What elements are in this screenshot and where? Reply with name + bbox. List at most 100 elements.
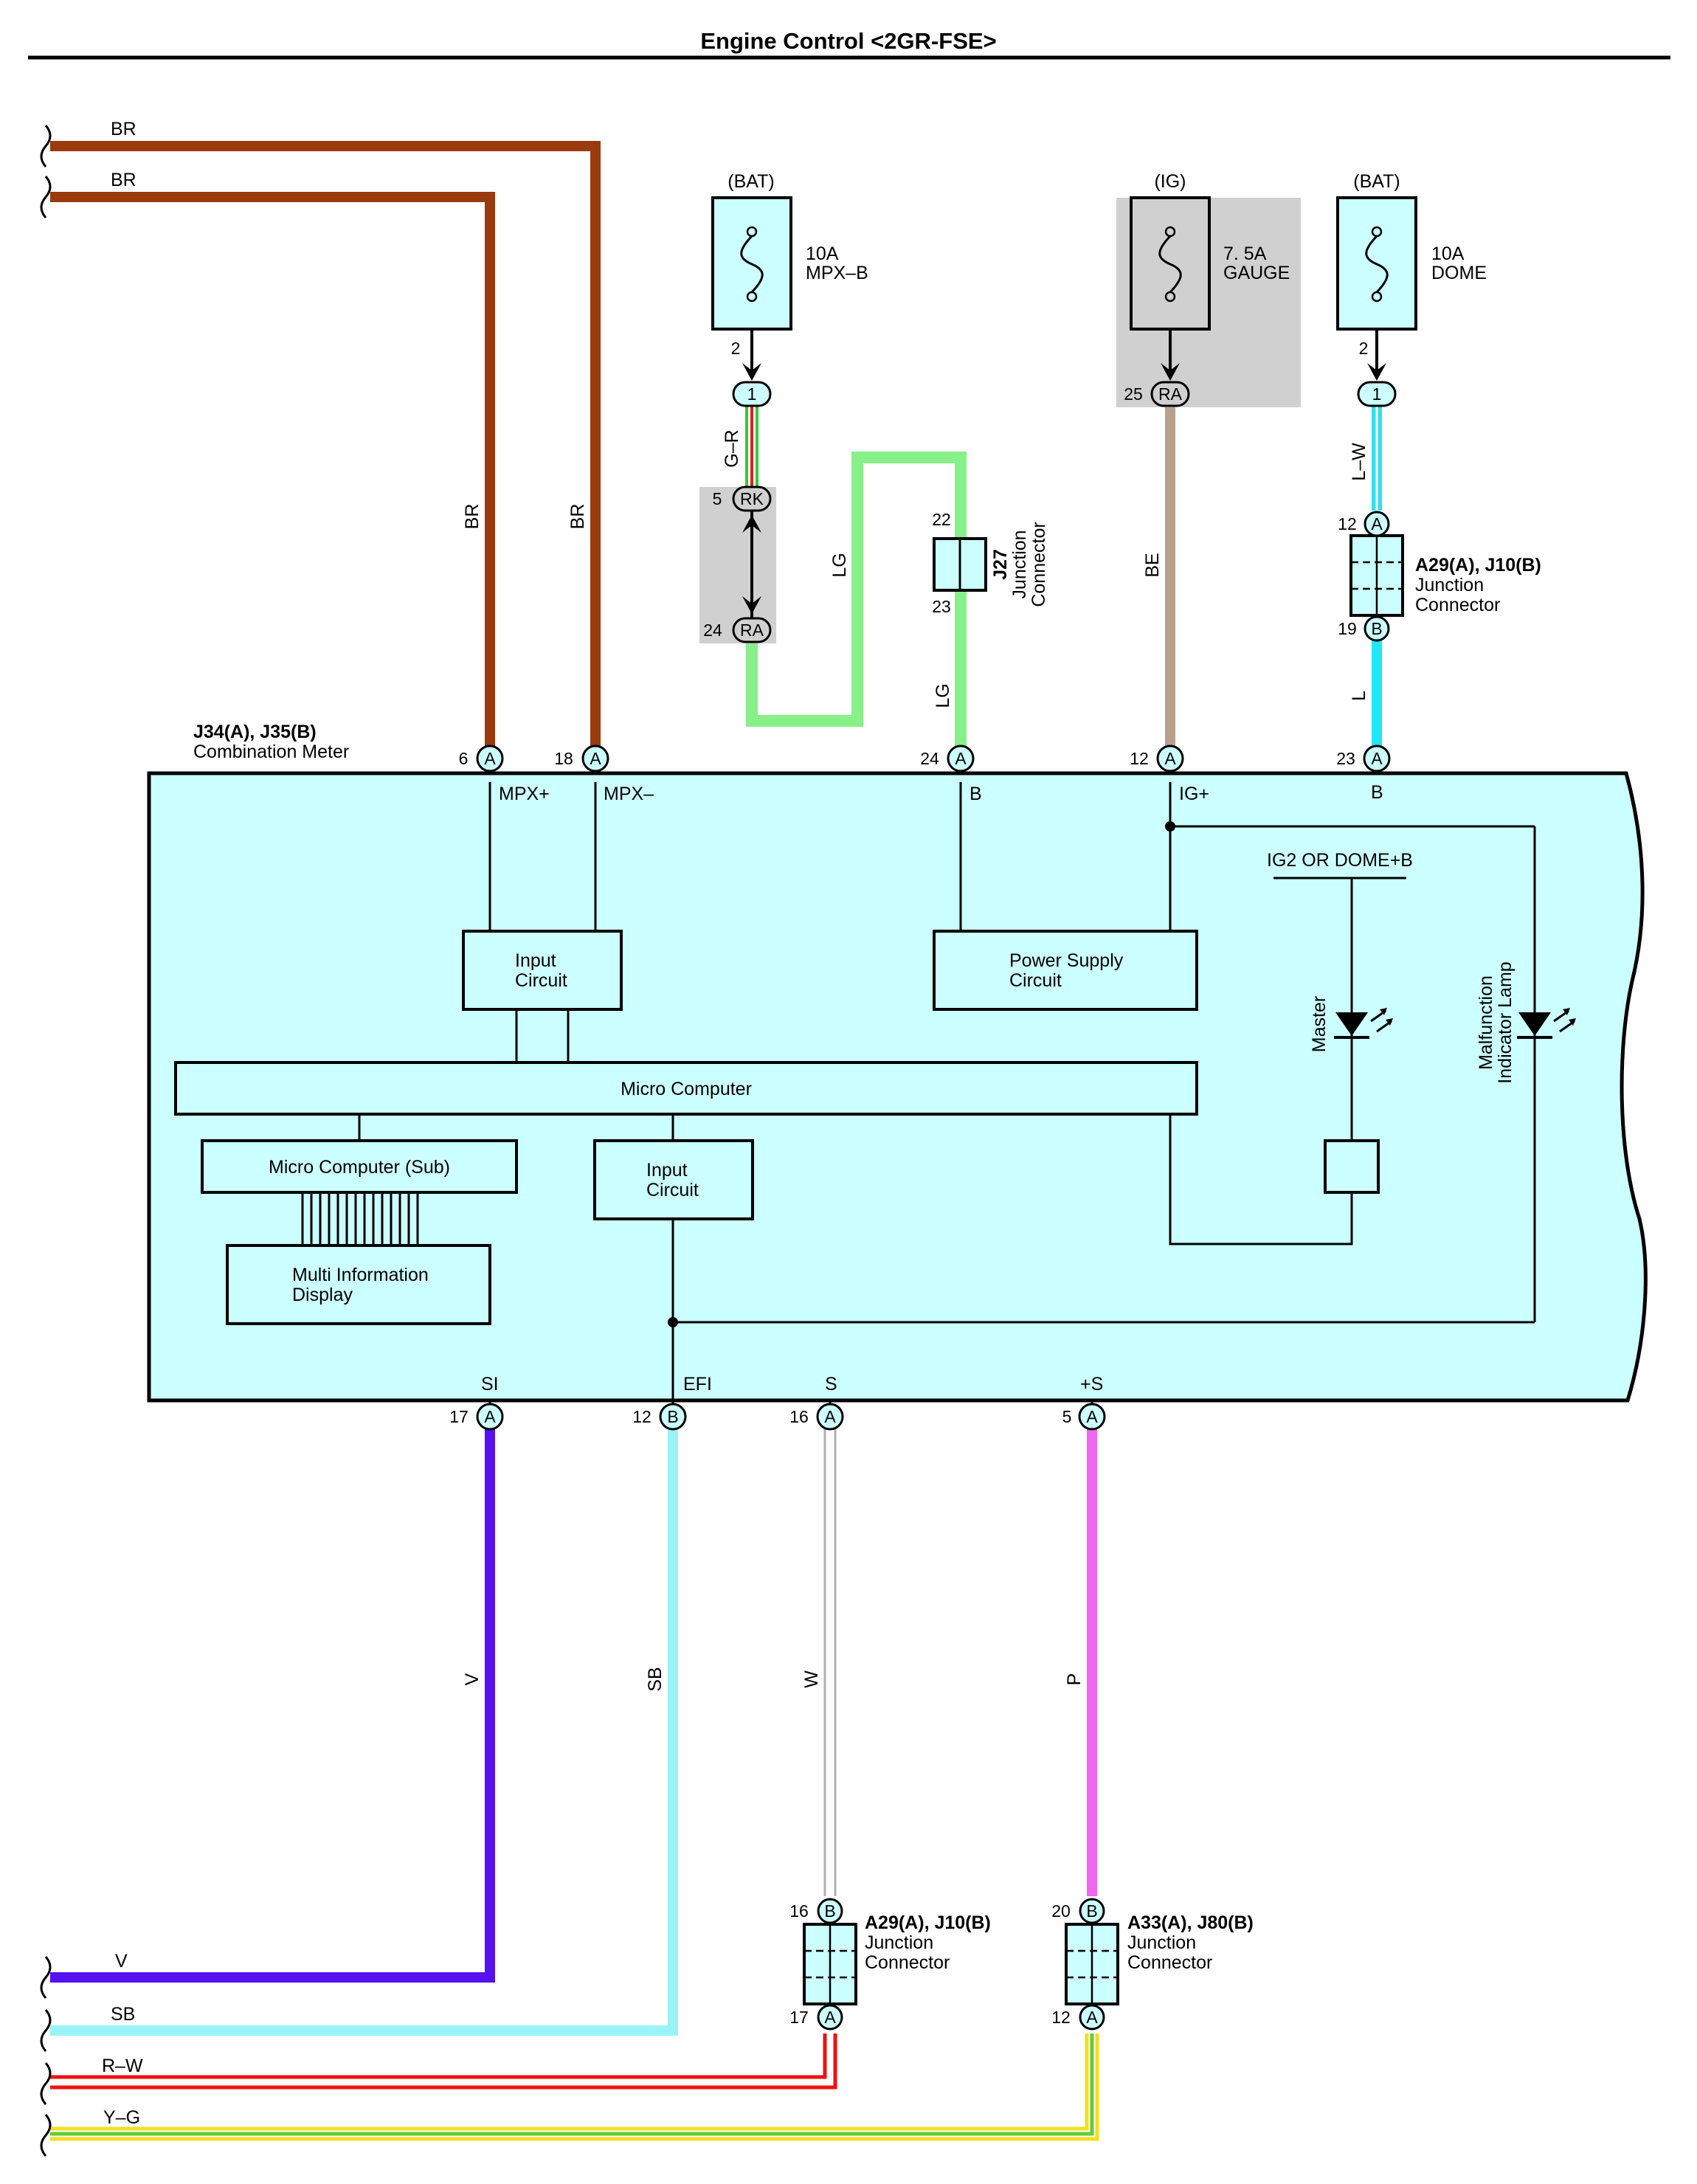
fuse-name: DOME (1431, 263, 1487, 283)
meter-bottom-pins: A 17 B 12 A 16 A 5 (449, 1403, 1106, 1431)
j27-pin-bottom: 23 (932, 597, 951, 616)
pin-signal: IG+ (1179, 784, 1209, 804)
j27-pin-top: 22 (932, 510, 951, 529)
pin-conn: A (1371, 749, 1383, 768)
fuse-pin: 25 (1124, 384, 1143, 404)
wire-yg-yellow-2 (50, 2033, 1099, 2141)
wire-sb (50, 1424, 678, 2036)
inline-top-pin: 5 (713, 489, 722, 508)
fuse-source: (BAT) (1353, 171, 1400, 192)
jc-id: A29(A), J10(B) (865, 1912, 991, 1933)
fuse-pin: 2 (731, 339, 741, 358)
pin-num: 12 (632, 1407, 652, 1426)
power-supply-l1: Power Supply (1009, 950, 1124, 971)
wire-end-squiggle (40, 1956, 52, 1999)
multi-info-display-l1: Multi Information (292, 1265, 429, 1285)
pin-num: 17 (449, 1407, 469, 1426)
jc-line1: Junction (1127, 1932, 1196, 1953)
wire-label-br-vert-2: BR (567, 504, 588, 530)
wire-br-1 (50, 141, 601, 758)
pin-num: 6 (459, 749, 469, 768)
wire-label-br-top-1: BR (111, 119, 136, 139)
pin-conn: A (484, 749, 496, 768)
multi-info-display-l2: Display (292, 1285, 353, 1305)
mil-label-2: Indicator Lamp (1495, 961, 1515, 1083)
combination-meter: J34(A), J35(B) Combination Meter Input C… (147, 722, 1648, 1409)
wire-label-sb: SB (645, 1667, 666, 1691)
wire-end-squiggle (40, 2114, 52, 2157)
inline-top-code: RK (740, 489, 764, 508)
wire-v (50, 1424, 495, 1983)
jc-line2: Connector (865, 1952, 950, 1973)
junction-connector-a29-top: A 12 B 19 A29(A), J10(B) Junction Connec… (1338, 511, 1541, 642)
jc-bottom-code: A (824, 2008, 836, 2027)
wire-label-gr: G–R (722, 429, 742, 467)
malfunction-lamp-icon (1517, 1008, 1576, 1039)
jc-bottom-code: B (1371, 619, 1382, 638)
pin-conn: A (824, 1407, 836, 1426)
pin-num: 18 (554, 749, 573, 768)
pin-conn: A (955, 749, 967, 768)
micro-computer-sub: Micro Computer (Sub) (269, 1157, 450, 1178)
fuse-name: MPX–B (806, 263, 868, 283)
pin-num: 23 (1336, 749, 1355, 768)
wire-label-lg-1: LG (829, 553, 850, 577)
wire-end-squiggle (40, 176, 52, 218)
pin-num: 5 (1062, 1407, 1072, 1426)
wire-label-rw-left: R–W (102, 2056, 143, 2076)
fuse-amp: 10A (806, 243, 839, 264)
bus-lines (301, 1192, 419, 1245)
wire-rw-white (50, 2033, 832, 2084)
inline-bottom-code: RA (740, 621, 764, 640)
j27-line1: Junction (1009, 530, 1030, 598)
wire-label-br-top-2: BR (111, 170, 136, 190)
pin-conn: A (1086, 1407, 1098, 1426)
inline-connector-shade (699, 487, 776, 643)
pin-conn: A (484, 1407, 496, 1426)
jc-top-code: B (1086, 1901, 1097, 1921)
input-circuit-1-l2: Circuit (515, 970, 567, 991)
fuse-jc-pin: 1 (1372, 384, 1382, 404)
wire-end-squiggle (40, 125, 52, 167)
fuse-amp: 10A (1431, 243, 1465, 264)
pin-conn: A (590, 749, 601, 768)
inline-connector: RK 5 RA 24 (703, 485, 772, 643)
master-label: Master (1309, 996, 1330, 1052)
junction-connector-a29-bottom: B 16 A 17 A29(A), J10(B) Junction Connec… (789, 1898, 991, 2031)
pin-signal: MPX– (604, 784, 654, 804)
jc-line1: Junction (1415, 575, 1484, 595)
wire-yg-green (50, 2033, 1094, 2136)
fuse-source: (IG) (1154, 171, 1186, 192)
input-circuit-2-l2: Circuit (646, 1180, 699, 1200)
wire-label-l: L (1349, 691, 1369, 701)
meter-name: Combination Meter (193, 742, 349, 762)
pin-signal: SI (481, 1374, 499, 1395)
wire-label-v-left: V (115, 1951, 128, 1972)
wire-label-lw: L–W (1349, 443, 1369, 481)
junction-connector-a33-bottom: B 20 A 12 A33(A), J80(B) Junction Connec… (1051, 1898, 1254, 2031)
fuse-pin: 2 (1359, 339, 1369, 358)
micro-computer: Micro Computer (621, 1079, 752, 1099)
pin-signal: B (1371, 782, 1383, 803)
wire-rw-red-2 (50, 2033, 837, 2090)
jc-id: A29(A), J10(B) (1415, 555, 1541, 576)
fuse-gauge: (IG) 7. 5A GAUGE 25 RA (1124, 171, 1290, 407)
pin-conn: A (1164, 749, 1176, 768)
pin-num: 12 (1130, 749, 1149, 768)
j27-id: J27 (990, 549, 1011, 580)
wire-lg (746, 452, 967, 758)
pin-num: 16 (789, 1407, 809, 1426)
wire-label-v: V (462, 1673, 483, 1685)
jc-top-pin: 20 (1051, 1901, 1071, 1921)
pin-num: 24 (920, 749, 939, 768)
fuse-name: GAUGE (1223, 263, 1290, 283)
jc-top-pin: 12 (1338, 514, 1357, 533)
pin-signal: S (825, 1374, 837, 1395)
wire-label-p: P (1064, 1673, 1085, 1686)
fuse-jc-pin: 1 (747, 384, 757, 404)
j27-junction-connector: 22 23 J27 Junction Connector (932, 510, 1049, 616)
jc-bottom-code: A (1086, 2008, 1098, 2027)
fuse-mpx-b: (BAT) 10A MPX–B 2 1 (711, 171, 868, 407)
j27-line2: Connector (1029, 522, 1049, 607)
pin-signal: +S (1080, 1374, 1103, 1395)
